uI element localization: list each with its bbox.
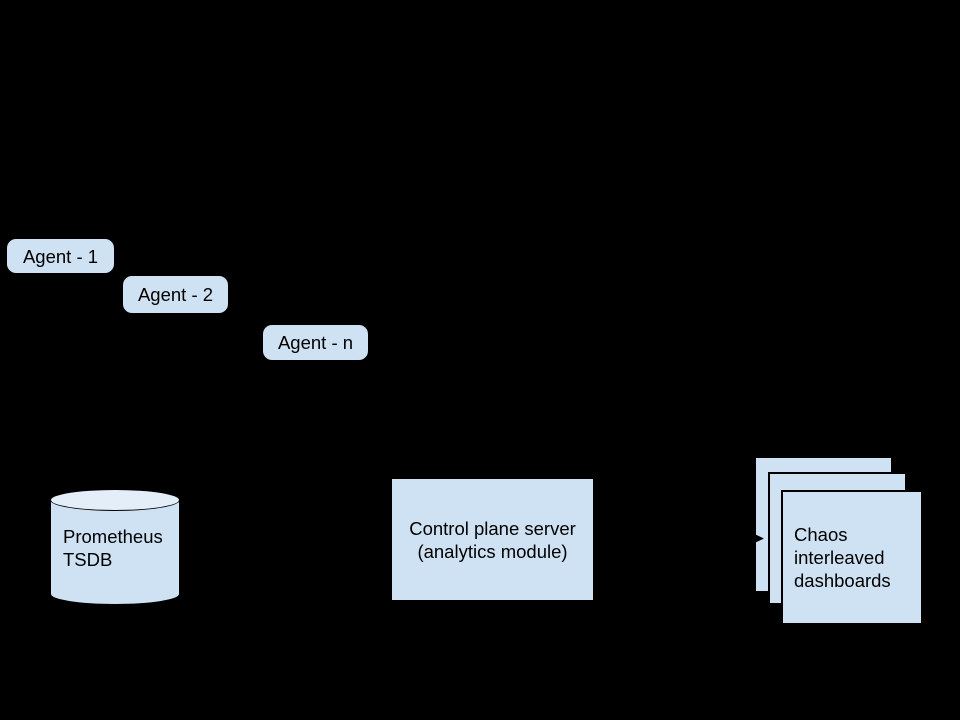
dashboards-label-line2: interleaved <box>794 547 885 568</box>
agent-n-label: Agent - n <box>277 332 354 353</box>
chaos-dashboards-node: Chaos interleaved dashboards <box>781 490 923 625</box>
agent-2-label: Agent - 2 <box>137 284 214 305</box>
control-plane-label-line2: (analytics module) <box>417 540 568 562</box>
agent-2-node: Agent - 2 <box>123 276 228 313</box>
control-plane-label-line1: Control plane server <box>409 517 576 539</box>
dashboards-label-line1: Chaos <box>794 524 848 545</box>
control-plane-server-node: Control plane server (analytics module) <box>392 479 593 600</box>
prometheus-tsdb-label-line1: Prometheus <box>63 526 163 547</box>
agent-n-node: Agent - n <box>263 325 368 360</box>
control-to-dashboards-arrow-icon <box>593 531 764 546</box>
cylinder-top-ellipse <box>50 489 180 511</box>
dashboards-label-line3: dashboards <box>794 570 891 591</box>
agent-1-node: Agent - 1 <box>7 239 114 273</box>
cylinder-body <box>50 500 180 594</box>
agent-1-label: Agent - 1 <box>22 245 99 267</box>
prometheus-tsdb-cylinder: Prometheus TSDB <box>50 489 180 605</box>
prometheus-tsdb-label-line2: TSDB <box>63 549 113 570</box>
prometheus-tsdb-label: Prometheus TSDB <box>50 489 180 605</box>
